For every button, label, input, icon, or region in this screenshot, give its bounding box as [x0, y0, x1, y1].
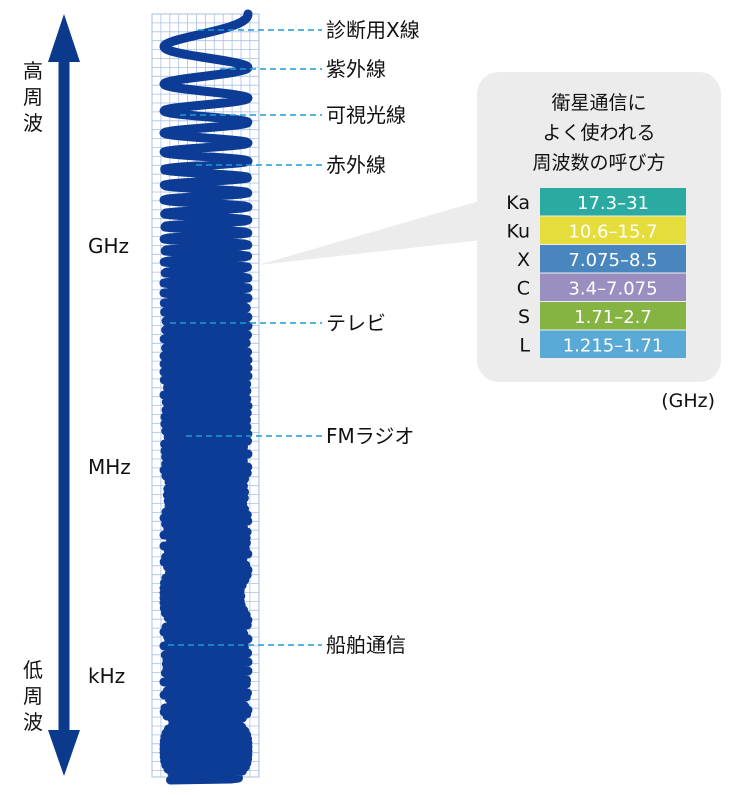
unit-mhz: MHz	[88, 455, 131, 479]
label-infrared: 赤外線	[326, 153, 386, 177]
band-name-s: S	[518, 306, 530, 328]
band-bar-l	[540, 330, 686, 358]
band-range-s: 1.71–2.7	[574, 307, 652, 328]
callout-title-line-2: よく使われる	[542, 122, 655, 144]
label-ship: 船舶通信	[326, 633, 406, 657]
label-uv: 紫外線	[326, 57, 386, 81]
band-range-l: 1.215–1.71	[563, 336, 664, 357]
callout-title-line-1: 衛星通信に	[551, 92, 646, 114]
leader-lines	[168, 29, 322, 646]
unit-ghz: GHz	[88, 234, 129, 258]
band-name-ka: Ka	[506, 192, 530, 214]
label-fm: FMラジオ	[326, 424, 414, 448]
unit-label-ghz: (GHz)	[661, 390, 715, 412]
wave-curve	[159, 9, 253, 785]
band-bar-s	[540, 302, 686, 330]
unit-khz: kHz	[88, 664, 125, 688]
band-bar-x	[540, 245, 686, 273]
callout-title-line-3: 周波数の呼び方	[532, 152, 665, 174]
band-name-l: L	[519, 335, 530, 357]
band-name-x: X	[517, 249, 530, 271]
label-visible: 可視光線	[326, 103, 406, 127]
label-tv: テレビ	[326, 311, 386, 335]
low-frequency-label: 低周波	[23, 658, 43, 734]
band-range-ka: 17.3–31	[577, 193, 649, 214]
label-xray: 診断用X線	[326, 18, 420, 42]
band-bar-ku	[540, 216, 686, 244]
band-bar-ka	[540, 188, 686, 216]
band-range-c: 3.4–7.075	[568, 279, 657, 300]
band-range-ku: 10.6–15.7	[568, 222, 657, 243]
band-name-ku: Ku	[506, 221, 530, 243]
frequency-arrow	[48, 14, 80, 776]
high-frequency-label: 高周波	[23, 59, 43, 135]
band-range-x: 7.075–8.5	[568, 250, 657, 271]
band-bar-c	[540, 273, 686, 301]
band-name-c: C	[517, 278, 530, 300]
